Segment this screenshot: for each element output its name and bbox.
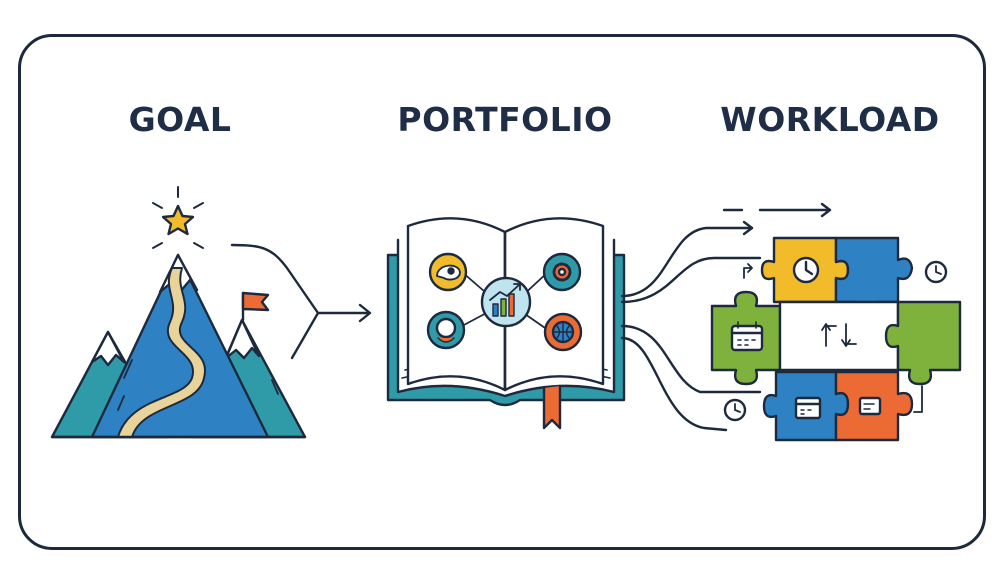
portfolio-to-workload-flows [620,202,832,432]
clock-icon-right [924,260,948,284]
bookmark-ribbon [542,384,562,430]
open-book-icon [386,217,626,430]
clock-icon [792,256,820,284]
smiley-icon [426,310,466,350]
diagram-frame [18,34,986,550]
goal-label: GOAL [128,100,232,139]
star-rays [152,186,204,249]
goal-to-portfolio-arrow [230,243,372,360]
calendar-icon [730,321,764,352]
flag-icon [241,291,270,312]
gauge-icon [428,252,468,292]
gear-icon [542,252,582,292]
globe-icon [543,312,583,352]
book-right-page [503,217,605,392]
growth-chart-icon [480,276,532,328]
star-icon [161,204,195,236]
workload-label: WORKLOAD [720,100,940,139]
swap-arrows-icon [821,323,857,347]
calendar-small-icon [794,396,822,420]
mountain-summit-icon [50,186,307,439]
puzzle-pieces-icon [710,236,962,442]
schedule-card-icon [858,396,882,416]
puzzle-piece-white [778,300,900,372]
puzzle-piece-green-right [884,300,962,386]
clock-icon-bottom-left [723,398,747,422]
portfolio-label: PORTFOLIO [397,100,613,139]
